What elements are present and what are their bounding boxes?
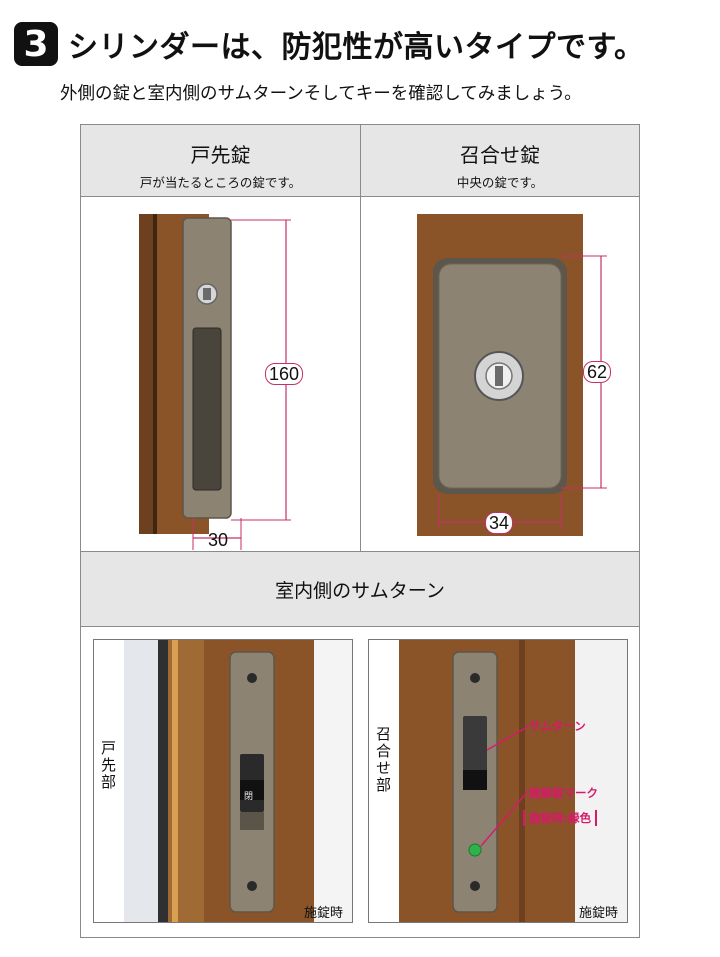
- door-edge-thumbturn-illustration: [124, 640, 352, 922]
- meeting-width-dimension: 34: [485, 512, 514, 534]
- close-marker: 閉: [244, 792, 254, 802]
- header-cell-door-edge-lock: 戸先錠 戸が当たるところの錠です。: [81, 125, 360, 197]
- door-edge-thumbturn-photo: 閉 戸先部 施錠時: [93, 639, 353, 923]
- door-edge-side-label: 戸先部: [99, 740, 117, 791]
- meeting-lock-subtitle: 中央の錠です。: [456, 175, 544, 190]
- door-edge-width-dimension: 30: [208, 530, 229, 550]
- door-edge-locked-caption: 施錠時: [304, 906, 344, 921]
- column-divider: [360, 125, 361, 551]
- door-edge-lock-illustration: [139, 214, 291, 550]
- page-title: シリンダーは、防犯性が高いタイプです。: [68, 30, 645, 65]
- meeting-lock-illustration: [417, 214, 607, 536]
- page-header: 3 シリンダーは、防犯性が高いタイプです。: [14, 20, 645, 68]
- meeting-side-label: 召合せ部: [374, 726, 392, 794]
- indoor-thumbturn-title: 室内側のサムターン: [275, 580, 445, 602]
- locked-green-annotation: 施錠時:緑色: [523, 810, 598, 826]
- meeting-thumbturn-illustration: [399, 640, 627, 922]
- meeting-lock-title: 召合せ錠: [460, 143, 540, 167]
- thumbturn-annotation: サムターン: [529, 719, 586, 733]
- header-cell-meeting-lock: 召合せ錠 中央の錠です。: [361, 125, 639, 197]
- door-edge-lock-photo-cell: 160 30: [81, 198, 360, 551]
- door-edge-lock-subtitle: 戸が当たるところの錠です。: [139, 175, 302, 190]
- door-edge-height-dimension: 160: [265, 363, 304, 385]
- lead-text: 外側の錠と室内側のサムターンそしてキーを確認してみましょう。: [60, 84, 582, 104]
- row-divider-1: [81, 551, 639, 552]
- meeting-height-dimension: 62: [583, 361, 612, 383]
- lock-mark-annotation: 施解錠マーク: [529, 786, 598, 800]
- meeting-locked-caption: 施錠時: [579, 906, 619, 921]
- header-cell-indoor-thumbturn: 室内側のサムターン: [81, 552, 639, 627]
- meeting-lock-photo-cell: 62 34: [361, 198, 639, 551]
- step-number-badge: 3: [14, 22, 58, 66]
- meeting-thumbturn-photo: サムターン 施解錠マーク 施錠時:緑色 召合せ部 施錠時: [368, 639, 628, 923]
- door-edge-lock-title: 戸先錠: [190, 143, 251, 167]
- lock-comparison-table: 戸先錠 戸が当たるところの錠です。 召合せ錠 中央の錠です。 160 30: [80, 124, 640, 938]
